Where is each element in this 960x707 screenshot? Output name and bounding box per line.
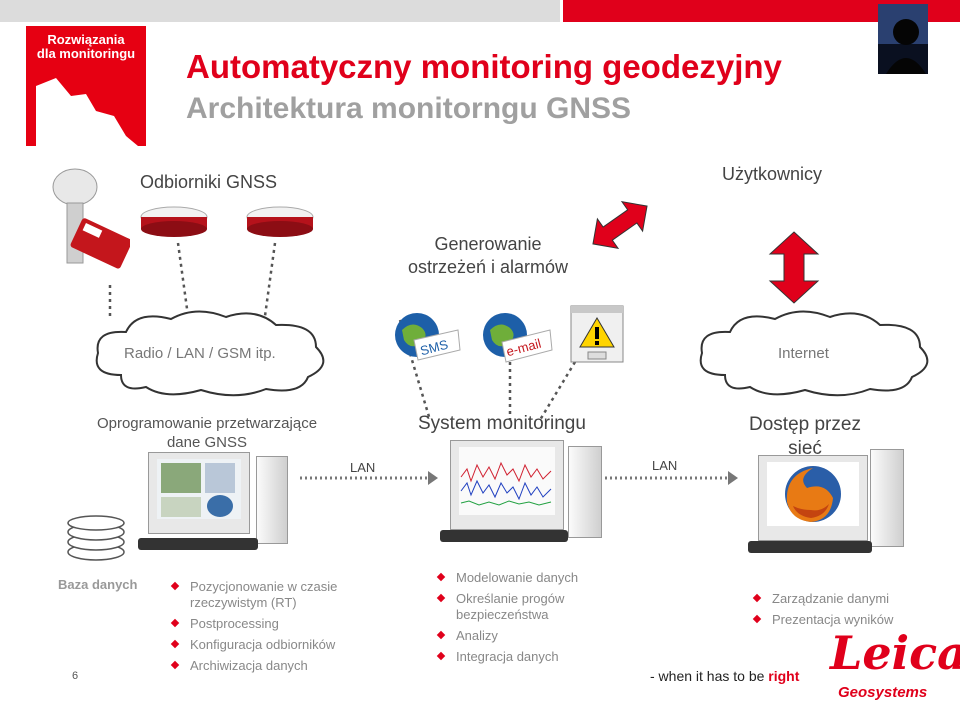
list-item: Konfiguracja odbiorników: [170, 637, 370, 653]
software-features-list: Pozycjonowanie w czasie rzeczywistym (RT…: [170, 579, 370, 679]
tagline-accent: right: [768, 668, 800, 684]
tower: [870, 449, 904, 547]
left-cloud-icon: [95, 310, 325, 397]
timeseries-graph-icon: [459, 447, 555, 515]
monitor: [758, 455, 868, 541]
sms-globe-icon: [395, 313, 461, 361]
receivers-label: Odbiorniki GNSS: [140, 172, 278, 192]
system-features-list: Modelowanie danych Określanie progów bez…: [436, 570, 626, 670]
keyboard: [138, 538, 258, 550]
top-bar-red: [563, 0, 960, 22]
list-item: Archiwizacja danych: [170, 658, 370, 674]
monitoring-computer: [440, 440, 610, 545]
page-subtitle: Architektura monitorngu GNSS: [186, 92, 632, 125]
page-title: Automatyczny monitoring geodezyjny: [186, 48, 782, 85]
mountain-icon: [36, 78, 138, 146]
web-computer: [748, 445, 908, 555]
list-item: Postprocessing: [170, 616, 370, 632]
monitor: [450, 440, 564, 530]
badge-text: Rozwiązania dla monitoringu: [36, 32, 136, 61]
list-item: Modelowanie danych: [436, 570, 626, 586]
list-item: Określanie progów bezpieczeństwa: [436, 591, 626, 623]
list-item: Pozycjonowanie w czasie rzeczywistym (RT…: [170, 579, 370, 611]
list-item: Zarządzanie danymi: [752, 591, 942, 607]
warning-dialog-icon: [570, 305, 624, 363]
firefox-icon: [785, 466, 841, 522]
person-photo: [878, 4, 928, 74]
lan-label-1: LAN: [350, 460, 376, 475]
right-cloud-icon: [699, 310, 929, 397]
alerts-label: Generowanie ostrzeżeń i alarmów: [407, 234, 569, 277]
cloud-right-label: Internet: [778, 345, 829, 362]
brand-logo: Leica: [830, 626, 960, 680]
processing-computer: [138, 452, 298, 552]
solutions-badge: Rozwiązania dla monitoringu: [26, 26, 146, 146]
list-item: Prezentacja wyników: [752, 612, 942, 628]
software-title: Oprogramowanie przetwarzające dane GNSS: [96, 415, 318, 451]
gnss-antenna-2-icon: [246, 206, 314, 237]
cloud-left-label: Radio / LAN / GSM itp.: [124, 345, 276, 362]
system-title: System monitoringu: [418, 413, 586, 434]
tower: [568, 446, 602, 538]
users-arrow-icon: [768, 231, 820, 304]
list-item: Analizy: [436, 628, 626, 644]
gnss-station-icon: [52, 168, 130, 269]
tower: [256, 456, 288, 544]
brand-subtitle: Geosystems: [838, 684, 928, 701]
web-features-list: Zarządzanie danymi Prezentacja wyników: [752, 591, 942, 633]
alerts-arrow-icon: [592, 200, 648, 250]
tagline-prefix: - when it has to be: [650, 668, 769, 684]
keyboard: [440, 530, 568, 542]
top-bar-grey: [0, 0, 560, 22]
tagline: - when it has to be right: [650, 668, 799, 684]
web-access-title: Dostęp przez sieć: [749, 414, 861, 459]
page-number: 6: [72, 670, 79, 682]
email-globe-icon: [483, 313, 553, 363]
users-label: Użytkownicy: [722, 164, 823, 184]
lan-label-2: LAN: [652, 458, 678, 473]
database-label: Baza danych: [58, 577, 138, 592]
list-item: Integracja danych: [436, 649, 626, 665]
keyboard: [748, 541, 872, 553]
gnss-antenna-1-icon: [140, 206, 208, 237]
monitor: [148, 452, 250, 534]
database-icon: [67, 515, 125, 561]
